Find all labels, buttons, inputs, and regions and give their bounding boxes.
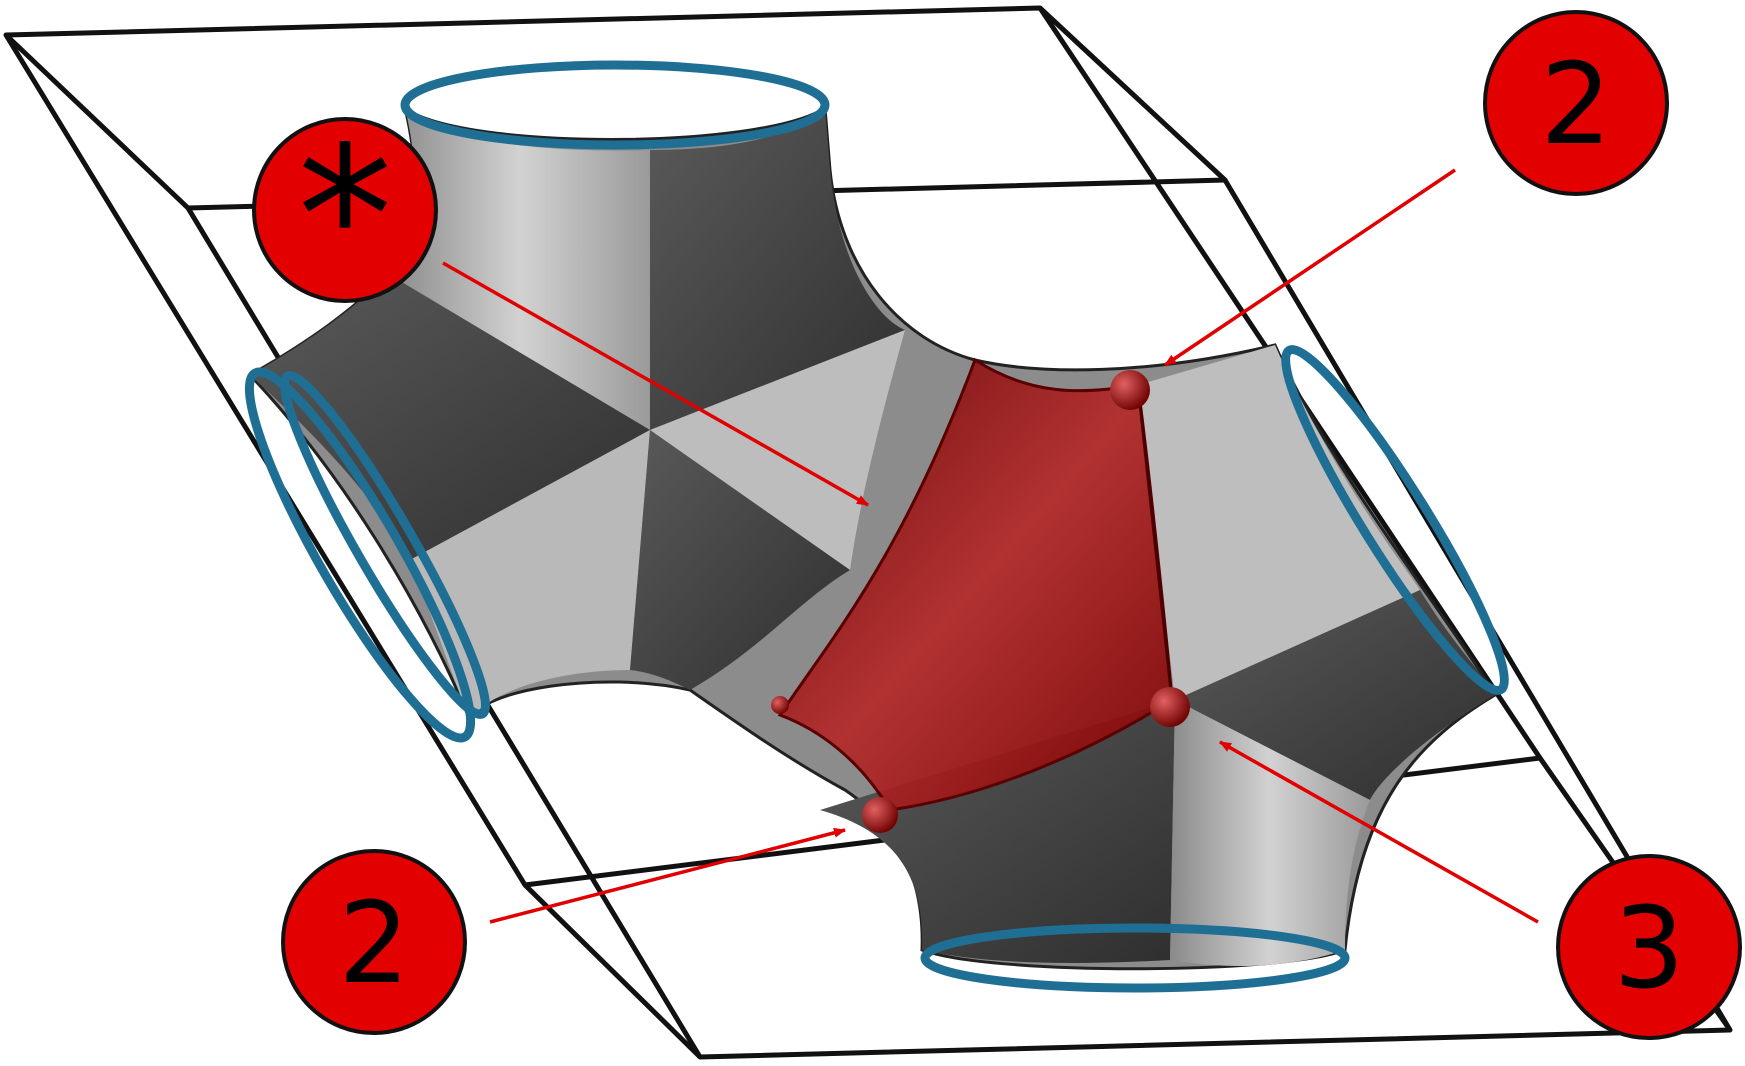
asterisk-badge: * [252, 106, 438, 327]
badge-circle [252, 117, 438, 303]
ring-top [400, 60, 830, 150]
marker-points [771, 370, 1190, 833]
surface-facet [1175, 590, 1495, 800]
marker-ball [1110, 370, 1150, 410]
badge-circle [1483, 10, 1669, 196]
pointer-arrows [442, 168, 1539, 924]
ring-right [1281, 345, 1509, 695]
number-badge: 2 [1483, 10, 1669, 196]
marker-ball [862, 797, 898, 833]
badge-circle [281, 849, 467, 1035]
ring-left-inner [280, 371, 490, 719]
arrow-three [1219, 740, 1539, 924]
arrow-star [442, 261, 869, 507]
arrow-two-bottom [489, 827, 846, 924]
badge-label-star: * [298, 106, 393, 327]
patch-seam [1136, 384, 1174, 701]
number-badge: 2 [281, 849, 467, 1035]
badge-label-two-bottom: 2 [338, 879, 409, 1009]
number-badge: 3 [1556, 854, 1742, 1040]
badge-circle [1556, 854, 1742, 1040]
surface-facet [390, 108, 650, 430]
surface-facet [250, 275, 650, 560]
badge-label-two-top: 2 [1540, 40, 1611, 170]
marker-ball [1150, 687, 1190, 727]
ring-bottom [920, 923, 1350, 993]
ring-left [244, 367, 476, 743]
arrow-two-top [1164, 168, 1456, 367]
surface-facet [1138, 345, 1420, 700]
surface-facet [1170, 700, 1370, 966]
surface-facet [820, 700, 1175, 963]
surface-facet [630, 430, 850, 690]
surface-facet [650, 330, 905, 570]
badge-label-three: 3 [1613, 884, 1684, 1014]
boundary-rings [244, 60, 1509, 993]
marker-ball [771, 696, 789, 714]
frame-edge [523, 883, 702, 1059]
surface-facet [650, 108, 905, 430]
